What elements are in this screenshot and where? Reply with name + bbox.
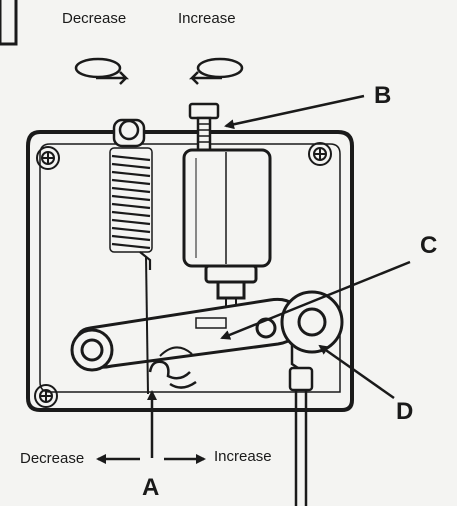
callout-arrows (147, 94, 411, 458)
spring-post (112, 118, 146, 148)
linear-increase-label: Increase (214, 448, 272, 465)
decrease-rotation-arrow (74, 57, 130, 85)
callout-label-b: B (374, 82, 392, 109)
callout-arrow-d (318, 344, 395, 400)
callout-label-a: A (142, 474, 160, 501)
callout-arrow-b (224, 94, 365, 130)
rotation-increase-label: Increase (178, 10, 236, 27)
actuator-cylinder (182, 148, 272, 312)
adjusting-screw (188, 102, 220, 152)
screw-top-right (308, 142, 332, 166)
rotation-decrease-label: Decrease (62, 10, 127, 27)
callout-label-c: C (420, 232, 438, 259)
linkage-clip (148, 360, 197, 389)
linear-decrease-label: Decrease (20, 450, 85, 467)
screw-bottom-left (34, 384, 58, 408)
callout-arrow-c (220, 260, 411, 340)
frame-corner (0, 0, 18, 46)
pivot-bushing (70, 328, 114, 372)
screw-top-left (36, 146, 60, 170)
control-rod (145, 255, 149, 395)
callout-label-d: D (396, 398, 414, 425)
increase-rotation-arrow (188, 57, 244, 85)
return-spring (109, 147, 153, 270)
cable-housing (288, 344, 314, 506)
